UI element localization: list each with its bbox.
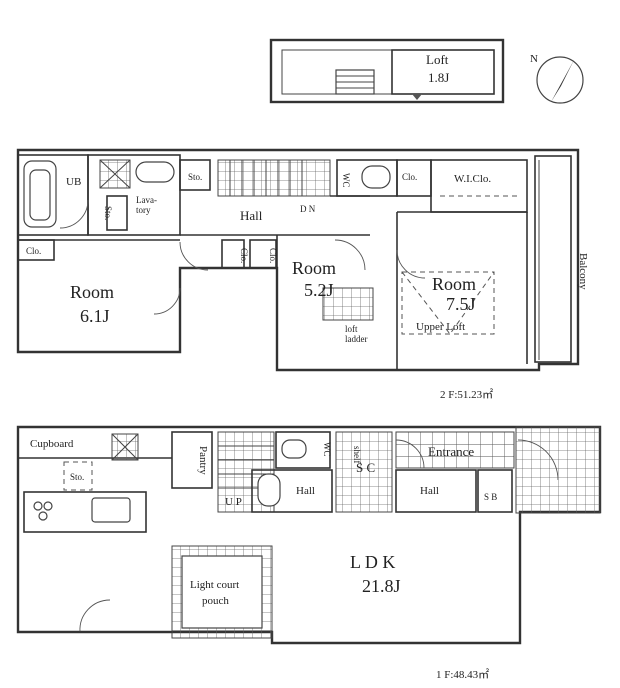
storage-label: Sto. <box>188 172 202 182</box>
shelf-label: shelf <box>352 446 362 464</box>
loft-label: Loft <box>426 52 449 67</box>
pantry-label: Pantry <box>197 446 209 475</box>
hall-2f-label: Hall <box>240 208 263 223</box>
closet-mid2-label: Clo. <box>268 248 278 263</box>
walk-in-closet-label: W.I.Clo. <box>454 173 491 185</box>
cupboard-label: Cupboard <box>30 438 74 450</box>
svg-text:N: N <box>530 53 538 65</box>
up-label: U P <box>225 496 242 508</box>
wc-1f-label: WC <box>322 442 332 457</box>
room-b-size: 5.2J <box>304 280 334 300</box>
room-b-label: Room <box>292 258 336 278</box>
closet-top-label: Clo. <box>402 172 417 182</box>
lavatory-label: Lava-tory <box>136 195 157 215</box>
room-a-label: Room <box>70 282 114 302</box>
ldk-label: L D K <box>350 552 395 572</box>
room-a-size: 6.1J <box>80 306 110 326</box>
hall-1f-small-label: Hall <box>296 485 315 497</box>
shoe-box-label: S B <box>484 492 497 502</box>
balcony-label: Balcony <box>577 253 589 290</box>
shoe-closet-label: S C <box>356 460 375 475</box>
light-court-label: Light court <box>190 579 239 591</box>
second-floor-plan <box>16 148 580 372</box>
loft-section <box>269 38 505 104</box>
hall-1f-label: Hall <box>420 485 439 497</box>
ub-label: UB <box>66 176 81 188</box>
room-c-size: 7.5J <box>446 294 476 314</box>
closet-left-label: Clo. <box>26 246 41 256</box>
second-floor-area: 2 F:51.23㎡ <box>440 388 493 401</box>
storage-bath-label: Sto. <box>103 206 113 220</box>
first-floor-area: 1 F:48.43㎡ <box>436 668 489 681</box>
room-c-label: Room <box>432 274 476 294</box>
storage-kitchen-label: Sto. <box>70 472 84 482</box>
loft-size: 1.8J <box>428 70 449 85</box>
porch-label: pouch <box>202 595 229 607</box>
wc-2f-label: WC <box>341 173 351 188</box>
ldk-size: 21.8J <box>362 576 401 596</box>
upper-loft-label: Upper Loft <box>416 321 465 333</box>
down-label: D N <box>300 204 316 214</box>
closet-mid1-label: Clo. <box>239 248 249 263</box>
first-floor-plan <box>16 425 602 645</box>
north-arrow-icon: N <box>530 53 584 104</box>
entrance-label: Entrance <box>428 444 474 459</box>
